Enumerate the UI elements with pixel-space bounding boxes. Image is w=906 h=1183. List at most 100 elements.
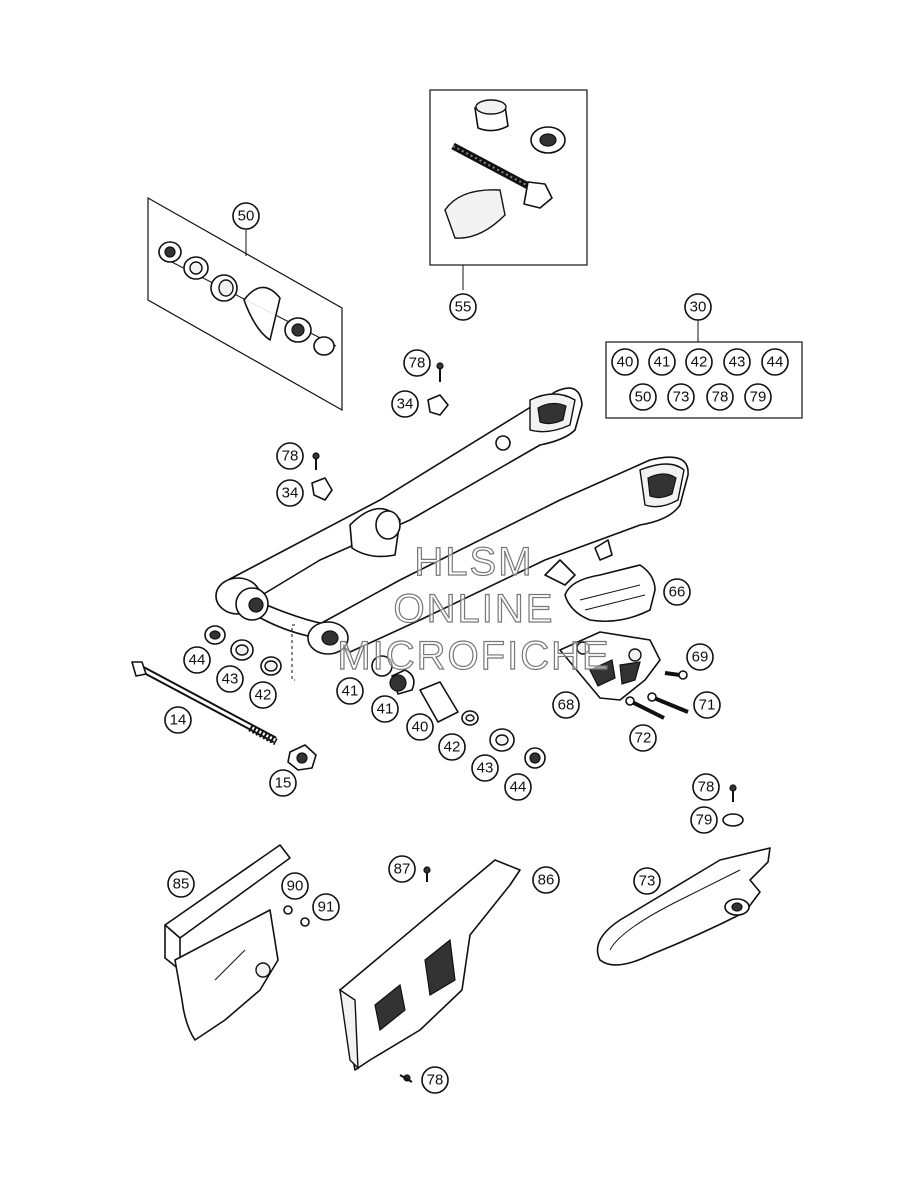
svg-text:87: 87: [394, 861, 411, 878]
kit-callout-40: 40: [611, 348, 639, 376]
svg-text:40: 40: [617, 354, 634, 371]
pivot-shaft-14: [131, 661, 317, 771]
svg-text:15: 15: [275, 775, 292, 792]
clamps-34: [311, 362, 449, 501]
svg-text:41: 41: [342, 683, 359, 700]
callout-34-upper: 34: [391, 390, 419, 418]
kit-callout-79: 79: [744, 383, 772, 411]
guard-85: [164, 844, 310, 1041]
svg-text:50: 50: [635, 389, 652, 406]
callout-30: 30: [684, 293, 712, 321]
svg-text:43: 43: [477, 760, 494, 777]
svg-text:43: 43: [222, 671, 239, 688]
callout-43-right: 43: [471, 754, 499, 782]
callout-42-right: 42: [438, 733, 466, 761]
svg-text:42: 42: [255, 687, 272, 704]
callout-15: 15: [269, 769, 297, 797]
bearing-stack-left: [204, 624, 295, 681]
svg-text:79: 79: [750, 389, 767, 406]
svg-text:69: 69: [692, 649, 709, 666]
watermark: HLSM ONLINE MICROFICHE: [337, 539, 610, 678]
callout-85: 85: [167, 870, 195, 898]
watermark-line3: MICROFICHE: [337, 634, 610, 678]
svg-text:34: 34: [282, 485, 299, 502]
callout-79: 79: [690, 806, 718, 834]
kit-callout-42: 42: [685, 348, 713, 376]
svg-text:44: 44: [510, 779, 527, 796]
callout-91: 91: [312, 893, 340, 921]
callout-72: 72: [629, 724, 657, 752]
svg-text:66: 66: [669, 584, 686, 601]
callout-41-b: 41: [371, 695, 399, 723]
bolts-69-71-72: [625, 670, 689, 720]
callout-78-bottom: 78: [421, 1066, 449, 1094]
callout-14: 14: [164, 706, 192, 734]
svg-text:14: 14: [170, 712, 187, 729]
callout-42-left: 42: [249, 681, 277, 709]
kit-55-box: [429, 89, 588, 290]
svg-text:73: 73: [673, 389, 690, 406]
svg-text:73: 73: [639, 873, 656, 890]
callout-78-right: 78: [692, 773, 720, 801]
kit-callout-78: 78: [706, 383, 734, 411]
svg-text:55: 55: [455, 299, 472, 316]
callout-41-a: 41: [336, 677, 364, 705]
svg-text:78: 78: [409, 355, 426, 372]
svg-text:78: 78: [698, 779, 715, 796]
callout-43-left: 43: [216, 665, 244, 693]
watermark-line2: ONLINE: [394, 587, 555, 631]
svg-text:86: 86: [538, 872, 555, 889]
callout-66: 66: [663, 578, 691, 606]
kit-50-box: [147, 196, 343, 412]
svg-text:68: 68: [558, 697, 575, 714]
callout-87: 87: [388, 855, 416, 883]
kit-30-box: [605, 320, 803, 419]
callout-44-right: 44: [504, 773, 532, 801]
watermark-line1: HLSM: [414, 540, 533, 584]
swingarm: [215, 387, 689, 655]
svg-text:43: 43: [729, 354, 746, 371]
callout-86: 86: [532, 866, 560, 894]
svg-text:41: 41: [654, 354, 671, 371]
kit-callout-41: 41: [648, 348, 676, 376]
kit-callout-43: 43: [723, 348, 751, 376]
callout-34-mid: 34: [276, 479, 304, 507]
callout-78-mid: 78: [276, 442, 304, 470]
callout-78-upper: 78: [403, 349, 431, 377]
svg-text:44: 44: [767, 354, 784, 371]
guard-86: [339, 859, 521, 1083]
svg-text:79: 79: [696, 812, 713, 829]
callout-90: 90: [281, 872, 309, 900]
svg-text:85: 85: [173, 876, 190, 893]
callout-44-left: 44: [183, 646, 211, 674]
svg-text:90: 90: [287, 878, 304, 895]
callout-73: 73: [633, 867, 661, 895]
callout-71: 71: [693, 691, 721, 719]
kit-callout-73: 73: [667, 383, 695, 411]
svg-text:30: 30: [690, 299, 707, 316]
chain-slide-73: [596, 784, 771, 966]
svg-text:71: 71: [699, 697, 716, 714]
svg-text:42: 42: [444, 739, 461, 756]
callout-55: 55: [449, 293, 477, 321]
callout-50: 50: [232, 202, 260, 230]
svg-text:91: 91: [318, 899, 335, 916]
chain-guide-68: [559, 631, 661, 701]
svg-text:42: 42: [691, 354, 708, 371]
kit-callout-50: 50: [629, 383, 657, 411]
svg-text:41: 41: [377, 701, 394, 718]
callout-69: 69: [686, 643, 714, 671]
bearing-stack-right: [371, 655, 546, 769]
svg-text:78: 78: [282, 448, 299, 465]
callout-68: 68: [552, 691, 580, 719]
svg-text:40: 40: [412, 719, 429, 736]
svg-text:78: 78: [427, 1072, 444, 1089]
svg-text:72: 72: [635, 730, 652, 747]
callout-40: 40: [406, 713, 434, 741]
svg-text:78: 78: [712, 389, 729, 406]
svg-text:44: 44: [189, 652, 206, 669]
kit-callout-44: 44: [761, 348, 789, 376]
svg-text:34: 34: [397, 396, 414, 413]
callouts: 50 55 30 40 41 42 43 44 50 73 78 79 78 3…: [164, 202, 789, 1094]
